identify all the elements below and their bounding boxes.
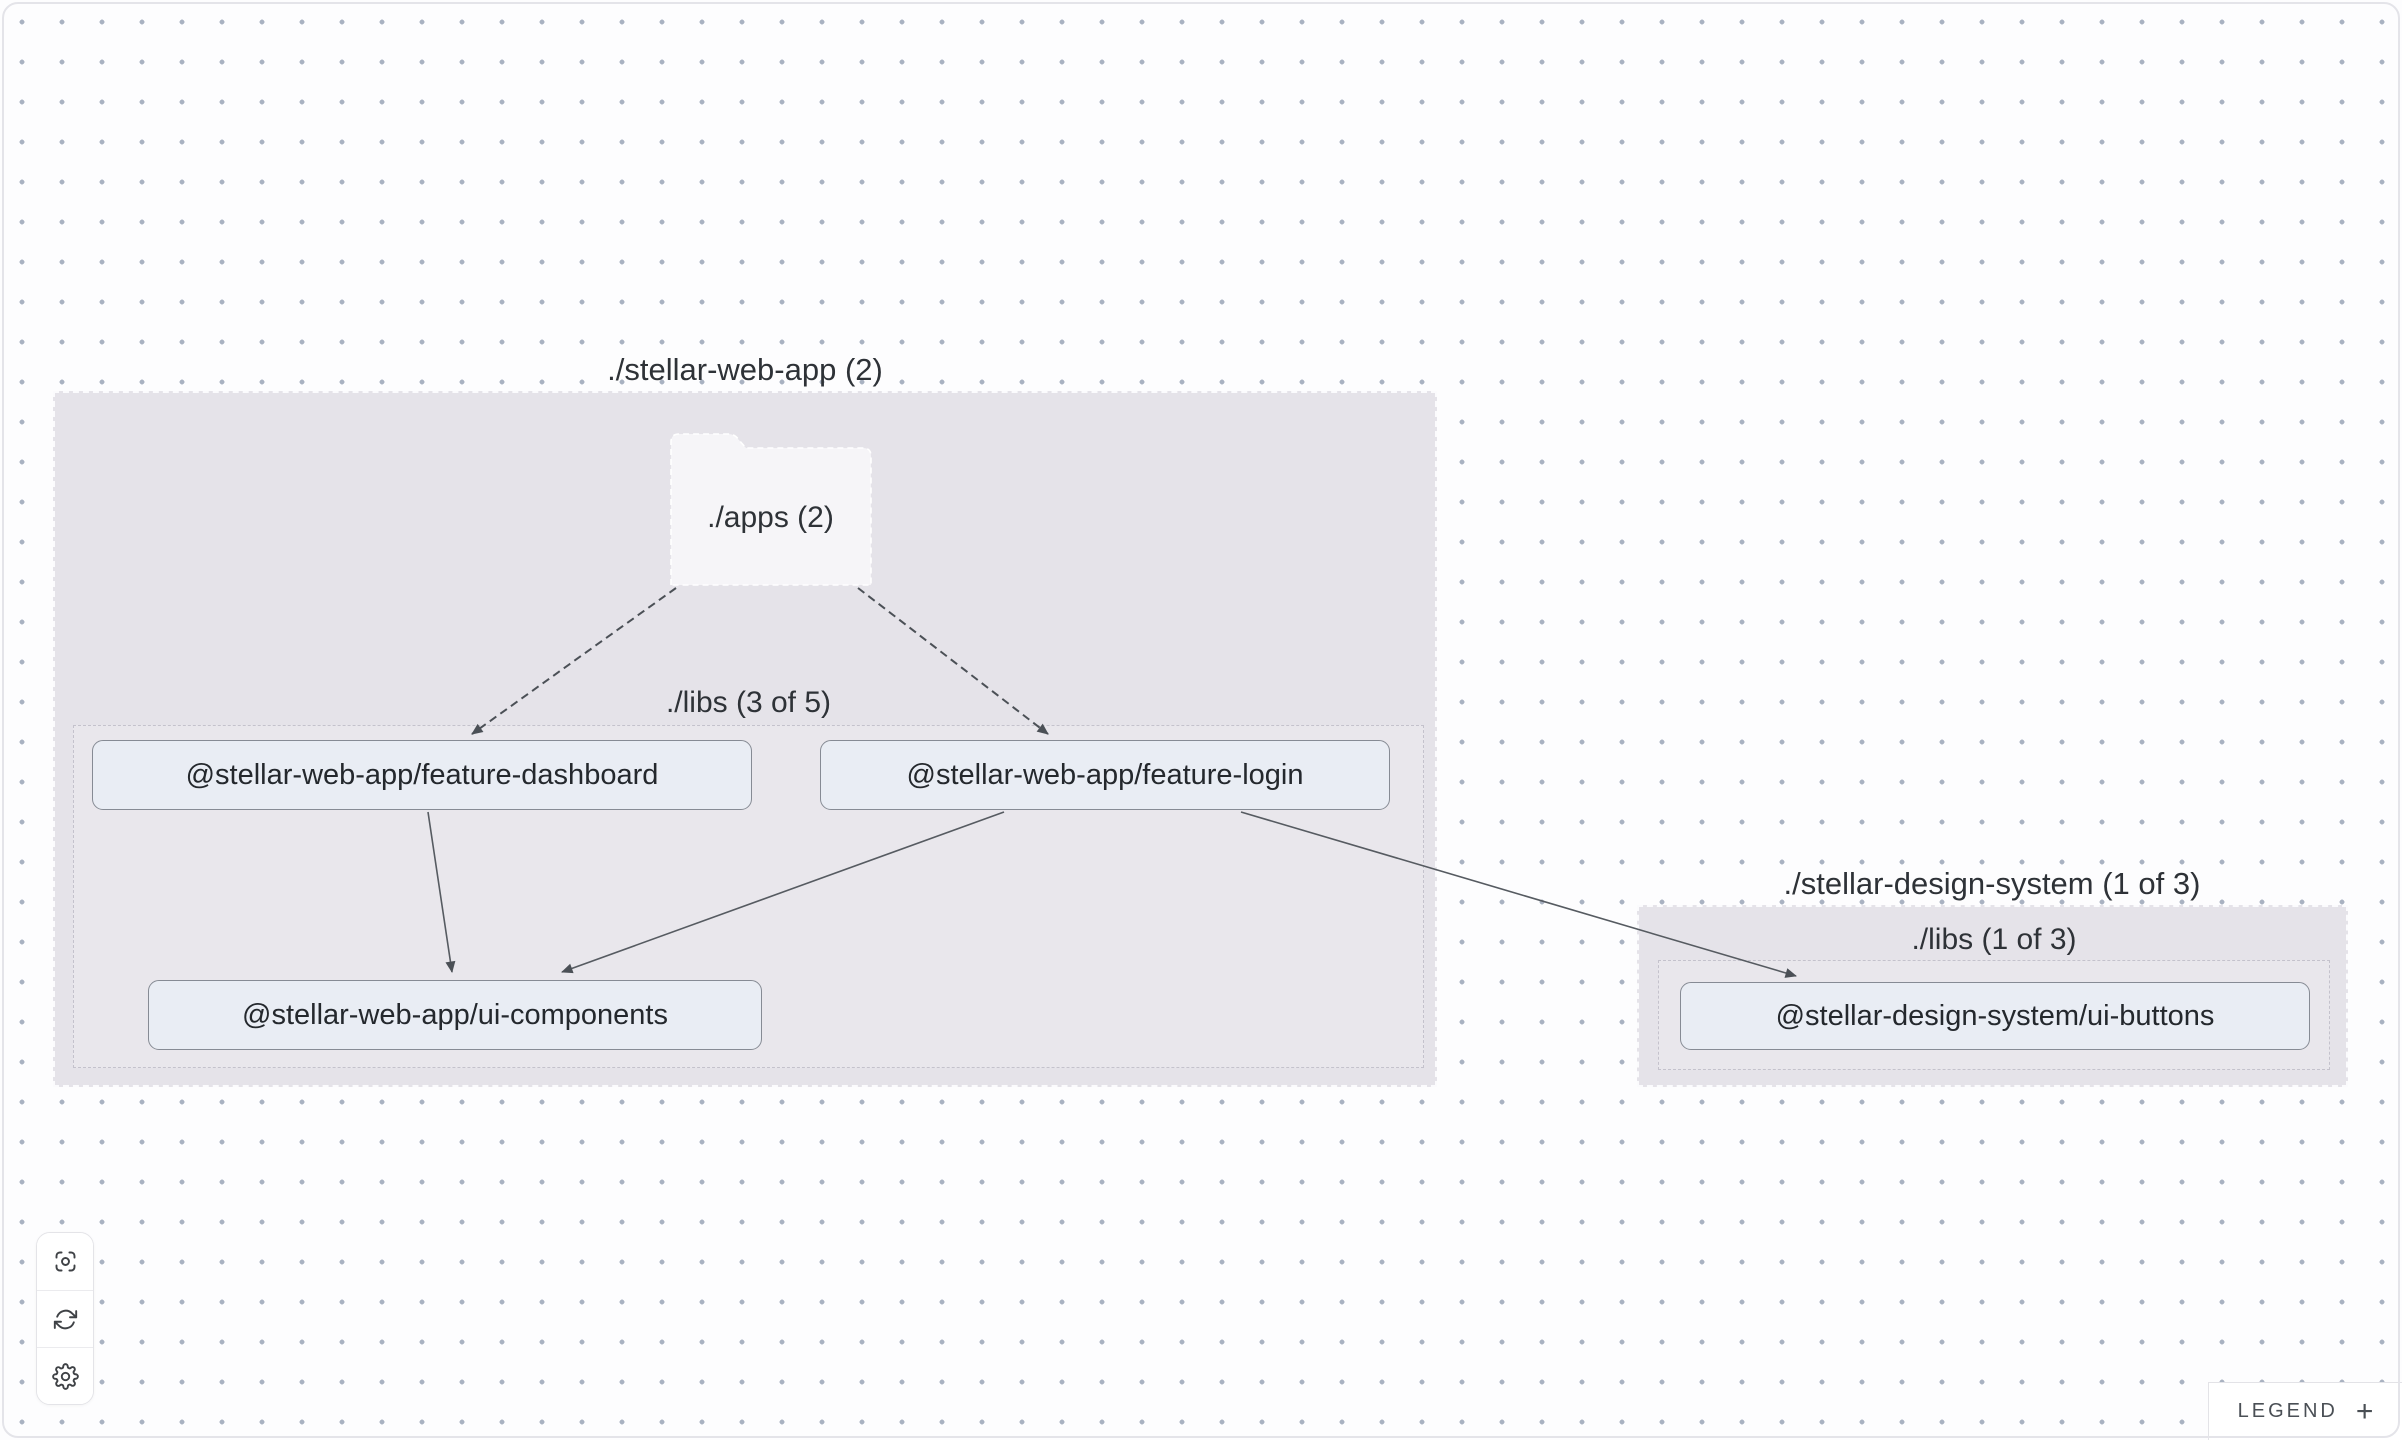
refresh-icon (53, 1309, 77, 1329)
subgroup-libs-right-title: ./libs (1 of 3) (1911, 923, 2077, 956)
edge-apps-to-feature-dashboard[interactable] (471, 587, 677, 735)
group-stellar-web-app-title: ./stellar-web-app (2) (607, 352, 883, 387)
graph-toolbar (36, 1232, 94, 1405)
node-feature-dashboard[interactable]: @stellar-web-app/feature-dashboard (92, 740, 752, 810)
group-stellar-design-system-title: ./stellar-design-system (1 of 3) (1783, 866, 2201, 901)
refresh-button[interactable] (37, 1290, 93, 1347)
edge-feature-login-to-ui-buttons[interactable] (1240, 811, 1797, 978)
node-feature-login[interactable]: @stellar-web-app/feature-login (820, 740, 1390, 810)
focus-button[interactable] (37, 1233, 93, 1290)
subgroup-libs-left-title: ./libs (3 of 5) (665, 686, 832, 719)
edge-apps-to-feature-login[interactable] (857, 587, 1049, 735)
node-ui-buttons[interactable]: @stellar-design-system/ui-buttons (1680, 982, 2310, 1050)
edge-feature-login-to-ui-components[interactable] (561, 811, 1005, 974)
legend-label: LEGEND (2237, 1400, 2338, 1422)
gear-icon (51, 1362, 79, 1390)
legend-panel[interactable]: LEGEND + (2208, 1382, 2402, 1440)
settings-button[interactable] (37, 1347, 93, 1404)
focus-icon (55, 1251, 75, 1272)
folder-apps-label[interactable]: ./apps (2) (707, 501, 834, 534)
legend-expand-icon[interactable]: + (2355, 1394, 2374, 1428)
folder-apps-shape[interactable] (670, 431, 873, 586)
node-ui-components[interactable]: @stellar-web-app/ui-components (148, 980, 762, 1050)
edge-feature-dashboard-to-ui-components[interactable] (427, 811, 456, 973)
